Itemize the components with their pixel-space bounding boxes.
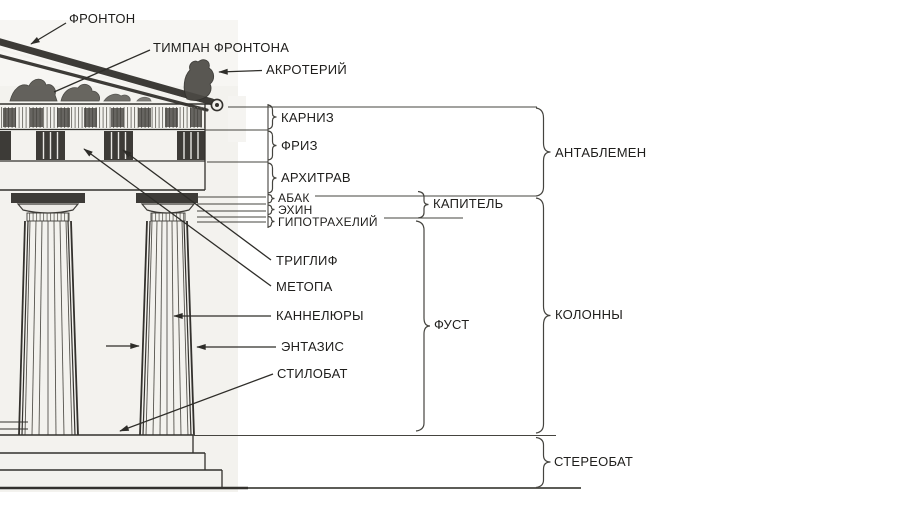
leader-timpan (53, 49, 151, 93)
arrow-fronton (30, 22, 67, 45)
label-akroteriy: АКРОТЕРИЙ (266, 62, 347, 77)
brace-antablemen (535, 107, 551, 197)
brace-karniz (267, 104, 277, 130)
cornice-mutule-band (0, 107, 205, 128)
label-stereobat: СТЕРЕОБАТ (554, 454, 634, 469)
label-karniz: КАРНИЗ (281, 110, 334, 125)
arrow-akroteriy (218, 68, 263, 75)
label-friz: ФРИЗ (281, 138, 318, 153)
brace-arhitrav (267, 162, 277, 194)
label-fust: ФУСТ (434, 317, 470, 332)
brace-friz (267, 130, 277, 161)
brace-stereobat (535, 436, 551, 489)
brace-kapitel (417, 190, 429, 219)
neck-right (150, 212, 186, 222)
label-triglif: ТРИГЛИФ (276, 253, 338, 268)
tympanum-sculptures (9, 78, 152, 102)
pointer-arrows (30, 22, 276, 432)
frieze-triglyphs (0, 131, 205, 160)
label-fronton: ФРОНТОН (69, 11, 136, 26)
label-stilobat: СТИЛОБАТ (277, 366, 348, 381)
label-kolonny: КОЛОННЫ (555, 307, 624, 322)
column-right (136, 193, 198, 436)
arrow-stilobat (119, 373, 274, 432)
brace-ehin (267, 204, 275, 216)
pediment (0, 38, 224, 112)
arrow-metopa (83, 148, 272, 287)
leader-lines (193, 104, 581, 489)
label-kannelyury: КАННЕЛЮРЫ (276, 308, 364, 323)
brace-abak (267, 193, 275, 204)
steps (0, 421, 248, 490)
brace-kolonny (535, 197, 551, 434)
label-entazis: ЭНТАЗИС (281, 339, 345, 354)
label-abak: АБАК (278, 191, 310, 205)
shaft-right (139, 220, 195, 436)
shaft-left (18, 220, 79, 436)
label-kapitel: КАПИТЕЛЬ (433, 196, 504, 211)
label-antablemen: АНТАБЛЕМЕН (555, 145, 647, 160)
braces (267, 104, 551, 489)
entablature (0, 104, 206, 191)
label-ehin: ЭХИН (278, 203, 313, 217)
brace-gipotraheliy (267, 215, 275, 228)
column-left (11, 193, 85, 436)
label-metopa: МЕТОПА (276, 279, 333, 294)
arrow-triglif (122, 149, 272, 261)
abacus-right (136, 193, 198, 203)
label-arhitrav: АРХИТРАВ (281, 170, 351, 185)
neck-left (26, 212, 70, 222)
abacus-left (11, 193, 85, 203)
label-gipotraheliy: ГИПОТРАХЕЛИЙ (278, 215, 378, 229)
bracket-fust (415, 220, 431, 432)
acroterion-sculpture (183, 59, 215, 101)
label-timpan-frontona: ТИМПАН ФРОНТОНА (153, 40, 290, 55)
